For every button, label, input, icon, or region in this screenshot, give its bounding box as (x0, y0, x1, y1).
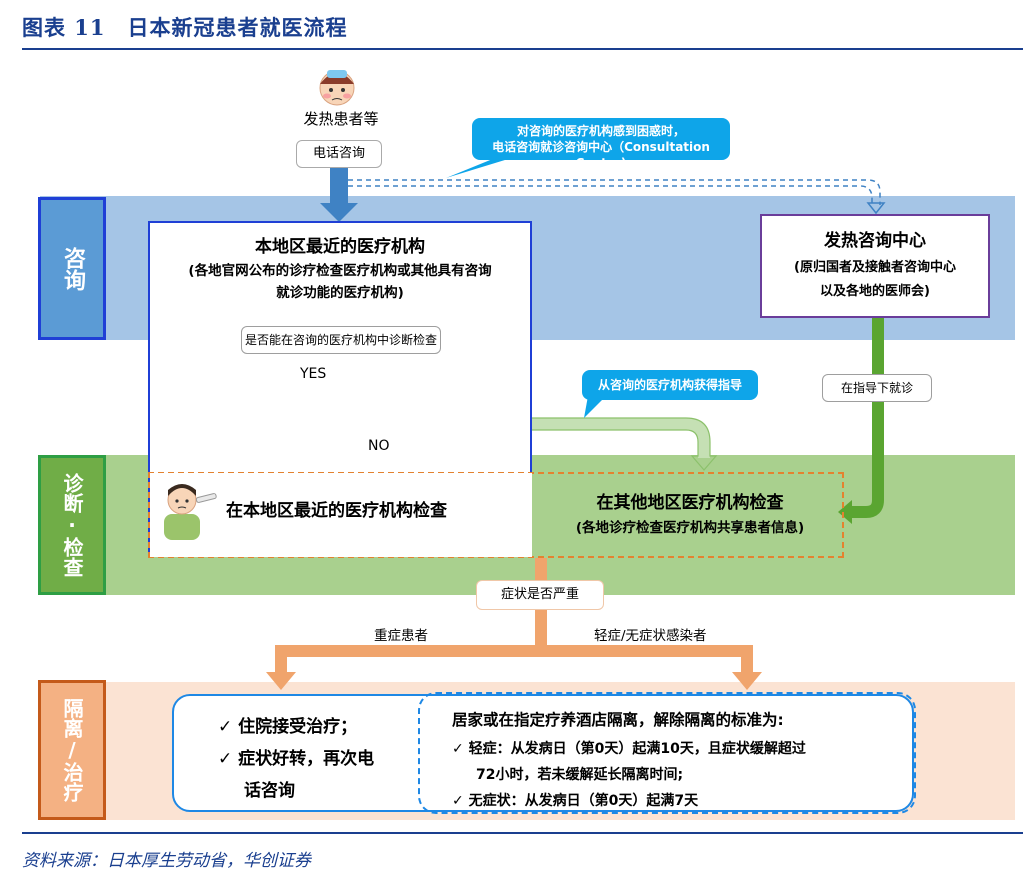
section-isolate-label: 隔离/治疗 (60, 698, 84, 802)
footer-rule (22, 832, 1023, 834)
fever-center-box (760, 214, 990, 318)
check-icon: ✓ (452, 741, 464, 757)
section-diagnose-label: 诊断·检查 (60, 473, 84, 577)
treatment-item-1-text: 住院接受治疗； (238, 717, 358, 737)
severity-question: 症状是否严重 (476, 580, 604, 610)
phone-arrow-head (320, 203, 358, 222)
confused-line-2: 电话咨询就诊咨询中心（Consultation Center) (492, 140, 710, 170)
fever-green-head (838, 500, 852, 524)
phone-consult-step: 电话咨询 (296, 140, 382, 168)
phone-arrow-shaft (330, 165, 348, 205)
patient-label: 发热患者等 (303, 110, 379, 128)
confused-bubble-tail (446, 156, 518, 178)
fever-subtitle-line-2: 以及各地的医师会) (820, 284, 930, 299)
dashed-path-inner (348, 185, 873, 205)
mild-criterion-line-1: 轻症：从发病日（第0天）起满10天，且症状缓解超过 (468, 741, 806, 757)
mild-stem (741, 645, 753, 675)
confused-line-1: 对咨询的医疗机构感到困惑时， (516, 124, 685, 138)
mild-label: 轻症/无症状感染者 (594, 628, 707, 644)
local-exam-text: 在本地区最近的医疗机构检查 (226, 501, 447, 521)
guidance-bubble-tail (584, 396, 606, 418)
mild-head (732, 672, 762, 690)
asym-criterion-text: 无症状：从发病日（第0天）起满7天 (468, 793, 699, 809)
severe-label: 重症患者 (374, 628, 428, 644)
confused-bubble: 对咨询的医疗机构感到困惑时， 电话咨询就诊咨询中心（Consultation C… (472, 118, 730, 170)
fever-green-path (852, 318, 884, 518)
check-icon: ✓ (218, 749, 233, 769)
treatment-item-2-cont: 话咨询 (244, 781, 295, 801)
dashed-path-outer (348, 179, 881, 205)
fever-subtitle-line-1: (原归国者及接触者咨询中心 (794, 260, 956, 275)
severity-bar (275, 645, 753, 657)
no-branch-outline (349, 417, 718, 471)
isolation-criteria: ✓ 轻症：从发病日（第0天）起满10天，且症状缓解超过 72小时，若未缓解延长隔… (452, 736, 902, 814)
outcome-card (172, 694, 914, 812)
dashed-arrow-head (866, 202, 886, 215)
source-note: 资料来源：日本厚生劳动省，华创证券 (22, 851, 311, 871)
diagnose-question: 是否能在咨询的医疗机构中诊断检查 (241, 326, 441, 354)
other-exam-title: 在其他地区医疗机构检查 (596, 493, 784, 513)
section-consult-label: 咨询 (60, 246, 85, 291)
local-subtitle-line-2: 就诊功能的医疗机构) (276, 285, 404, 301)
severe-stem (275, 645, 287, 675)
no-label: NO (368, 438, 390, 454)
treatment-item-1: ✓ 住院接受治疗； (218, 711, 408, 743)
guidance-bubble: 从咨询的医疗机构获得指导 (582, 370, 758, 400)
treatment-list: ✓ 住院接受治疗； ✓ 症状好转，再次电 话咨询 (218, 711, 408, 807)
isolation-box (418, 692, 916, 814)
section-diagnose: 诊断·检查 (38, 455, 106, 595)
isolation-title: 居家或在指定疗养酒店隔离，解除隔离的标准为: (452, 711, 784, 729)
check-icon: ✓ (218, 717, 233, 737)
section-isolate: 隔离/治疗 (38, 680, 106, 820)
local-institution-subtitle: (各地官网公布的诊疗检查医疗机构或其他具有咨询 就诊功能的医疗机构) (150, 260, 530, 304)
treatment-item-2-text: 症状好转，再次电 (238, 749, 375, 769)
severe-head (266, 672, 296, 690)
yes-label: YES (300, 366, 327, 382)
fever-center-title: 发热咨询中心 (824, 231, 926, 251)
local-institution-title: 本地区最近的医疗机构 (255, 237, 425, 257)
title-rule (22, 48, 1023, 50)
other-exam-subtitle: (各地诊疗检查医疗机构共享患者信息) (575, 520, 805, 536)
check-icon: ✓ (452, 793, 464, 809)
local-subtitle-line-1: (各地官网公布的诊疗检查医疗机构或其他具有咨询 (188, 263, 492, 279)
sick-patient-icon (312, 62, 362, 110)
doctor-exam-icon (158, 474, 218, 540)
figure-title: 图表 11 日本新冠患者就医流程 (22, 15, 348, 40)
mild-criterion-line-2: 72小时，若未缓解延长隔离时间; (476, 767, 684, 783)
fever-center-subtitle: (原归国者及接触者咨询中心 以及各地的医师会) (762, 256, 988, 304)
mild-criterion: ✓ 轻症：从发病日（第0天）起满10天，且症状缓解超过 (452, 736, 902, 762)
asym-criterion: ✓ 无症状：从发病日（第0天）起满7天 (452, 788, 902, 814)
section-consult: 咨询 (38, 197, 106, 340)
no-branch-fill (349, 418, 710, 458)
treatment-item-2: ✓ 症状好转，再次电 (218, 743, 408, 775)
guided-visit-label: 在指导下就诊 (822, 374, 932, 402)
local-exam-panel (150, 473, 532, 557)
